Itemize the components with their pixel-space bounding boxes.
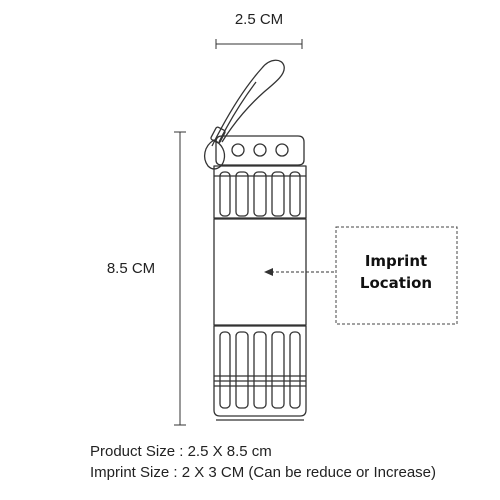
height-dimension	[174, 131, 186, 426]
width-dimension	[215, 39, 303, 49]
imprint-label-line2: Location	[360, 274, 432, 292]
head-cap	[215, 135, 305, 166]
product-size-line: Product Size : 2.5 X 8.5 cm	[90, 443, 272, 460]
product-specs: Product Size : 2.5 X 8.5 cm Imprint Size…	[90, 441, 436, 483]
head-grip-ribs	[219, 171, 301, 217]
tail-grip	[213, 325, 307, 417]
tail-grip-ribs	[219, 331, 301, 409]
cap-button-1	[231, 143, 245, 157]
imprint-size-value: 2 X 3 CM (Can be reduce or Increase)	[181, 464, 437, 481]
imprint-arrow	[264, 268, 334, 276]
imprint-arrow-head	[264, 268, 273, 276]
imprint-location-box	[335, 226, 458, 325]
strap-loop	[211, 59, 285, 147]
imprint-label-line1: Imprint	[365, 252, 427, 270]
cap-button-2	[253, 143, 267, 157]
product-size-value: 2.5 X 8.5 cm	[187, 443, 272, 460]
imprint-size-label: Imprint Size	[90, 464, 170, 481]
flashlight-outline	[203, 59, 307, 421]
width-dimension-label: 2.5 CM	[235, 11, 283, 28]
height-dimension-label: 8.5 CM	[107, 260, 155, 277]
strap-clip	[203, 139, 226, 170]
product-size-label: Product Size	[90, 443, 176, 460]
imprint-size-line: Imprint Size : 2 X 3 CM (Can be reduce o…	[90, 464, 437, 481]
head-grip	[213, 165, 307, 219]
tail-rings	[214, 375, 306, 387]
cap-button-3	[275, 143, 289, 157]
strap-ferrule	[210, 126, 226, 144]
